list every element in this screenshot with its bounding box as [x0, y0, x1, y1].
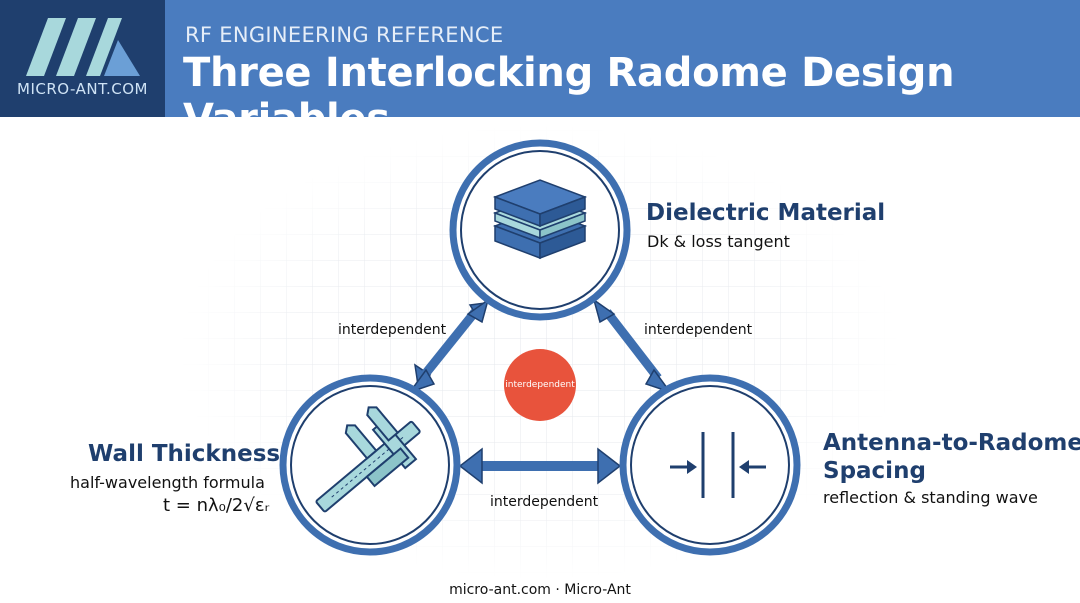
logo[interactable]: MICRO-ANT.COM — [0, 0, 165, 117]
node-spacing[interactable] — [619, 374, 801, 556]
dielectric-title: Dielectric Material — [646, 200, 886, 226]
center-dot — [504, 349, 576, 421]
logo-text: MICRO-ANT.COM — [17, 80, 148, 98]
center-label: interdependent — [505, 380, 575, 390]
spacing-title-line2: Spacing — [823, 458, 926, 484]
wall-thickness-title: Wall Thickness — [88, 441, 281, 467]
node-wall-thickness[interactable] — [279, 374, 461, 556]
header-kicker: RF ENGINEERING REFERENCE — [185, 23, 504, 47]
arrow-left-edge — [408, 298, 490, 394]
caliper-icon — [315, 406, 421, 513]
spacing-title-line1: Antenna-to-Radome — [823, 430, 1080, 456]
arrow-right-edge — [592, 298, 672, 394]
spacing-subtitle: reflection & standing wave — [823, 488, 1038, 507]
footer-credit: micro-ant.com · Micro-Ant — [449, 582, 631, 598]
wall-thickness-formula: t = nλ₀/2√εᵣ — [163, 495, 270, 516]
edge-label-right: interdependent — [644, 322, 753, 338]
wall-thickness-subtitle: half-wavelength formula — [70, 473, 265, 492]
dielectric-subtitle: Dk & loss tangent — [647, 232, 790, 251]
arrow-bottom-edge — [458, 447, 622, 485]
diagram-canvas — [180, 125, 900, 580]
node-dielectric[interactable] — [449, 139, 631, 321]
layered-sheets-icon — [492, 179, 588, 260]
logo-mark-icon — [26, 18, 140, 76]
header-banner: MICRO-ANT.COM RF ENGINEERING REFERENCE T… — [0, 0, 1080, 142]
edge-label-left: interdependent — [338, 322, 447, 338]
edge-label-bottom: interdependent — [490, 494, 599, 510]
spacing-arrows-icon — [670, 432, 766, 498]
